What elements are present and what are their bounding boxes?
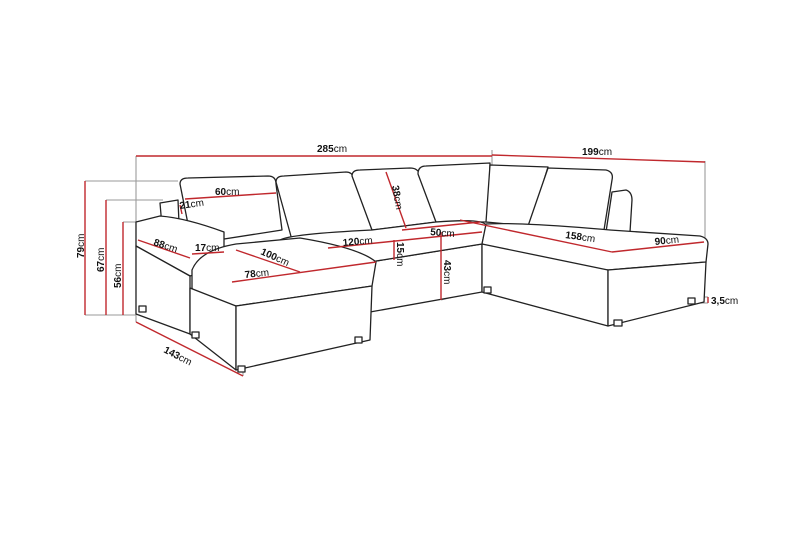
label-height-armrest: 56cm — [113, 264, 124, 288]
dimension-labels: 285cm 199cm 79cm 67cm 56cm 143cm 60cm 21… — [76, 144, 738, 368]
label-chaise-width: 78cm — [244, 267, 269, 280]
label-height-arm: 67cm — [96, 248, 107, 272]
label-height-back: 79cm — [76, 234, 87, 258]
label-arm-width: 17cm — [195, 243, 219, 254]
label-middle-seat-width: 120cm — [342, 235, 373, 249]
label-right-seat-width: 90cm — [654, 234, 679, 247]
label-seat-cushion-height: 15cm — [394, 242, 405, 266]
label-leg-height: 3,5cm — [711, 296, 738, 307]
label-right-seat-length: 158cm — [565, 230, 596, 245]
label-right-depth: 199cm — [582, 147, 612, 158]
label-seat-height: 43cm — [441, 260, 452, 284]
label-seat-depth: 50cm — [430, 227, 455, 240]
dimension-lines — [84, 154, 709, 377]
label-back-cushion-width: 60cm — [215, 187, 239, 198]
label-arm-length: 88cm — [152, 237, 179, 255]
label-total-width: 285cm — [317, 144, 347, 155]
sofa-outline — [135, 162, 709, 373]
label-back-cushion-thickness: 21cm — [179, 198, 205, 212]
label-back-height: 38cm — [389, 185, 404, 211]
